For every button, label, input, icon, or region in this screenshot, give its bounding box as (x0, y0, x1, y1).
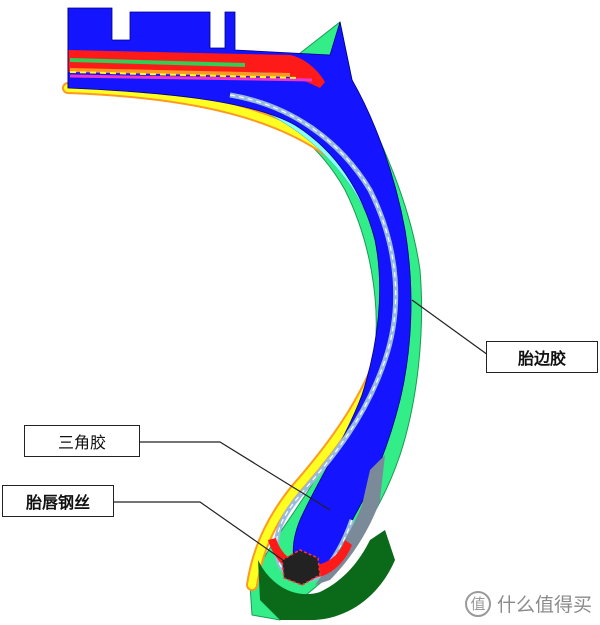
chafer (315, 455, 385, 585)
carcass-ply-dash (229, 94, 397, 581)
belt-line-yellow (69, 71, 301, 79)
belt-line-orange (69, 68, 291, 77)
watermark: 值 什么值得买 (464, 590, 592, 617)
label-sidewall-rubber: 胎边胶 (486, 341, 598, 373)
belt-line-green (69, 58, 246, 67)
leader-bead (112, 501, 291, 566)
belt-red-layer (68, 50, 325, 88)
watermark-text: 什么值得买 (496, 594, 592, 616)
label-apex: 三角胶 (24, 425, 140, 457)
belt-line-magenta (69, 74, 313, 82)
bead-filler-dark (258, 530, 395, 620)
label-bead-wire: 胎唇钢丝 (2, 485, 114, 517)
leader-sidewall (411, 299, 489, 356)
bead-wire-core (281, 549, 321, 586)
leader-apex (140, 441, 331, 511)
smzdm-logo-icon: 值 (464, 590, 491, 617)
